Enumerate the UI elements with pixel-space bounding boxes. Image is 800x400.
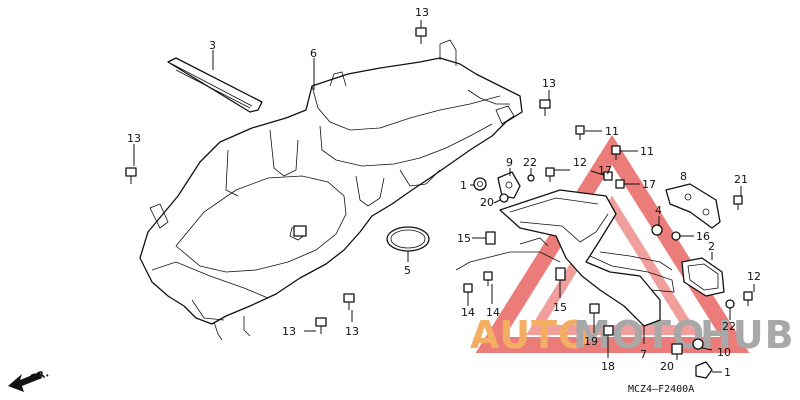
watermark-auto: AUTO [470,313,591,357]
bolt-icon [483,271,493,286]
callout-4: 4 [655,204,662,217]
part-bracket-8 [665,183,721,229]
callout-9: 9 [506,156,513,169]
callout-13: 13 [127,132,141,145]
grommet-icon [499,193,509,203]
watermark-logo: AUTO MOTO HUB [470,134,795,357]
callout-6: 6 [310,47,317,60]
nut-icon [603,325,614,336]
callout-2: 2 [708,240,715,253]
leader-lines [133,20,755,373]
callout-12: 12 [747,270,761,283]
bolt-icon [733,195,743,210]
part-oring-5 [386,226,430,252]
callout-17: 17 [598,164,612,177]
callout-7: 7 [640,348,647,361]
bolt-icon [743,291,753,306]
bolt-icon [463,283,473,298]
clip-icon [555,267,566,281]
callout-1: 1 [724,366,731,379]
callout-17: 17 [642,178,656,191]
bolt-icon [539,99,551,116]
clip-icon [293,225,307,237]
callout-13: 13 [415,6,429,19]
callout-22: 22 [722,320,736,333]
callout-10: 10 [717,346,731,359]
bolt-icon [315,317,327,334]
part-bracket-7 [455,189,675,327]
part-fender-6 [139,39,523,341]
callout-20: 20 [660,360,674,373]
direction-arrow: FR. [8,368,50,392]
watermark-hub: HUB [700,313,795,357]
callout-16: 16 [696,230,710,243]
direction-label: FR. [29,368,50,385]
nut-icon [589,303,600,314]
callout-13: 13 [282,325,296,338]
part-reflector-2 [681,257,725,297]
callout-13: 13 [345,325,359,338]
bolt-icon [545,167,555,182]
callout-22: 22 [523,156,537,169]
callout-19: 19 [584,335,598,348]
grommet-icon [671,231,681,241]
bolt-icon [125,167,137,184]
nut-icon [615,179,625,189]
grommet-icon [473,177,487,191]
grommet-icon [692,338,704,350]
callout-12: 12 [573,156,587,169]
drawing-code: MCZ4—F2400A [628,384,694,395]
grommet-icon [651,224,663,236]
bolt-icon [611,145,621,160]
callout-11: 11 [605,125,619,138]
callout-14: 14 [486,306,500,319]
callout-18: 18 [601,360,615,373]
nut-icon [603,171,613,181]
part-stay-9 [497,171,521,199]
callout-8: 8 [680,170,687,183]
callout-1: 1 [460,179,467,192]
washer-icon [725,299,735,309]
nut-icon [695,361,713,379]
callout-15: 15 [553,301,567,314]
bolt-icon [343,293,355,310]
callout-15: 15 [457,232,471,245]
part-band-3 [167,57,263,113]
callout-20: 20 [480,196,494,209]
clip-icon [485,231,496,245]
callout-14: 14 [461,306,475,319]
washer-icon [671,343,683,355]
bolt-icon [575,125,585,140]
callouts: 13 3 6 13 13 11 11 9 22 12 17 17 8 21 1 … [127,6,761,379]
bolt-icon [415,27,427,44]
arrow-left-icon [8,372,42,392]
callout-5: 5 [404,264,411,277]
callout-11: 11 [640,145,654,158]
callout-21: 21 [734,173,748,186]
callout-13: 13 [542,77,556,90]
callout-3: 3 [209,39,216,52]
